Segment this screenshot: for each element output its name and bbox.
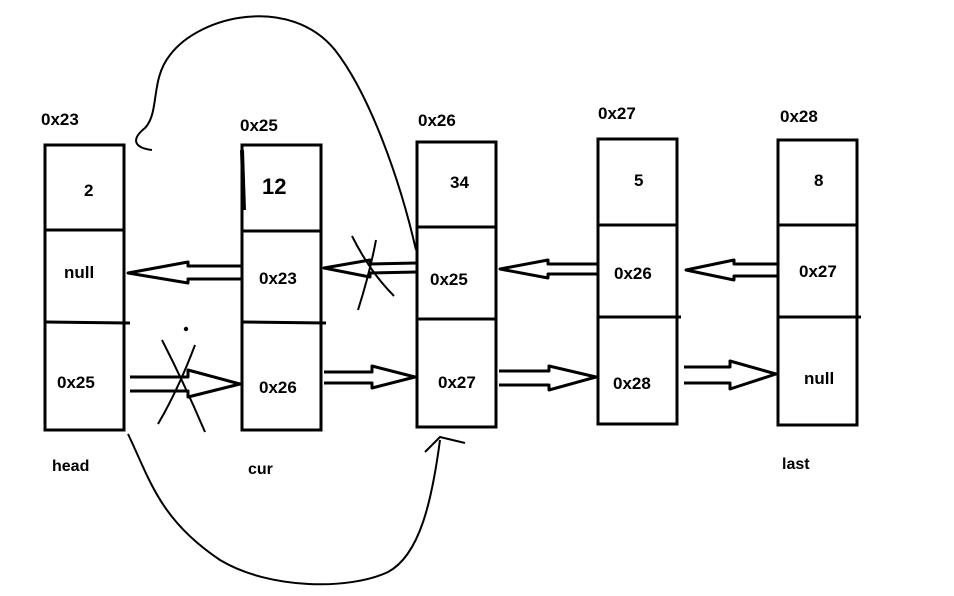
next-arrow-3 [684,359,778,391]
node-next-0: 0x25 [57,373,95,392]
node-value-0: 2 [84,181,94,200]
node-value-1: 12 [262,174,287,199]
node-next-1: 0x26 [259,378,297,397]
node-next-3: 0x28 [613,374,651,393]
cross-mark-next-0 [157,326,206,433]
prev-arrow-1 [126,260,242,285]
prev-arrow-4 [684,258,778,282]
cur-label: cur [248,461,273,478]
rewire-curve-bottom [127,433,441,586]
head-label: head [52,458,90,475]
node-next-2: 0x27 [438,373,476,392]
node-address-4: 0x28 [780,107,818,126]
rewire-curve-top [135,15,417,251]
node-next-4: null [804,369,835,388]
last-label: last [782,456,810,473]
node-address-0: 0x23 [41,110,79,129]
node-value-3: 5 [634,171,644,190]
node-prev-1: 0x23 [259,269,297,288]
node-address-3: 0x27 [598,104,636,123]
node-box-0 [43,143,131,432]
node-value-2: 34 [450,173,469,192]
arrowhead-icon [424,435,466,453]
cross-mark-prev-2 [351,235,395,311]
node-box-4 [776,138,861,427]
node-box-3 [596,137,681,426]
node-prev-2: 0x25 [430,270,468,289]
node-address-2: 0x26 [418,111,456,130]
next-arrow-2 [499,364,598,392]
node-box-2 [415,140,498,429]
next-arrow-1 [324,364,417,390]
prev-arrow-3 [498,258,598,280]
next-arrow-0 [130,368,242,399]
node-box-1 [240,143,327,432]
node-prev-3: 0x26 [614,264,652,283]
node-address-1: 0x25 [240,116,278,135]
node-prev-4: 0x27 [799,262,837,281]
node-value-4: 8 [814,171,824,190]
node-prev-0: null [64,263,95,282]
